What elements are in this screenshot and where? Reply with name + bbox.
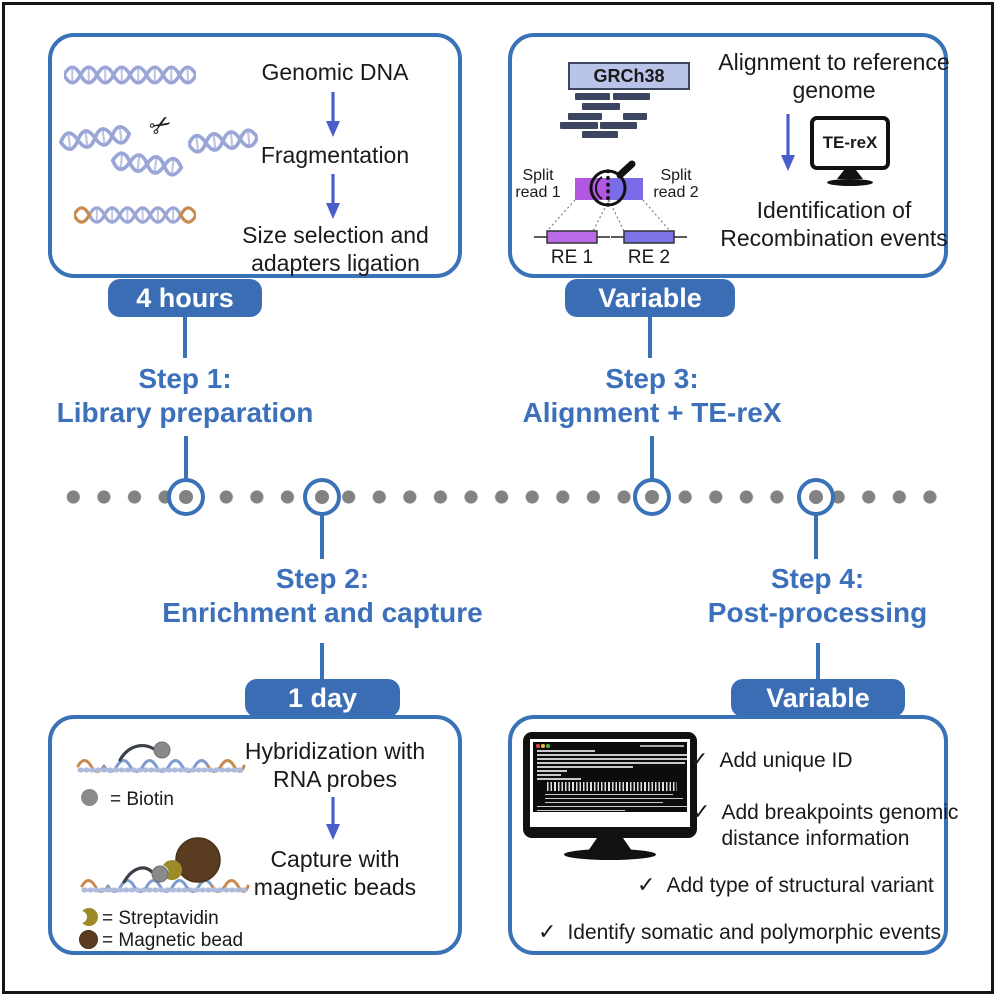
split-read-2-label: Split read 2 <box>653 167 699 201</box>
checkmark-icon: ✓ <box>690 747 709 772</box>
window-title-bar <box>640 744 684 747</box>
down-arrow-icon <box>781 114 795 171</box>
biotin-icon <box>81 789 98 806</box>
enrichment-panel <box>48 715 462 955</box>
connector-step4-badge4 <box>816 643 820 683</box>
streptavidin-icon <box>77 908 98 926</box>
monitor-base <box>564 849 656 860</box>
monitor-stand <box>588 838 632 851</box>
timeline-marker-step1 <box>167 478 205 516</box>
duration-badge-1-day: 1 day <box>245 679 400 717</box>
checklist-item: ✓ Add breakpoints genomic distance infor… <box>692 799 959 851</box>
dna-with-probe-illustration <box>76 741 246 773</box>
reference-genome-label: GRCh38 <box>568 62 690 90</box>
magnetic-bead-legend: = Magnetic bead <box>102 930 244 951</box>
down-arrow-icon <box>326 92 340 137</box>
library-step-3-text: Size selection and adapters ligation <box>242 222 429 276</box>
dna-with-bead-illustration <box>80 837 250 893</box>
duration-badge-4-hours: 4 hours <box>108 279 262 317</box>
connector-step3-timeline <box>650 436 654 481</box>
re-2-label: RE 2 <box>627 247 671 268</box>
connector-step2-badge3 <box>320 643 324 683</box>
timeline-marker-step2 <box>303 478 341 516</box>
identification-step-text: Identification of Recombination events <box>720 197 948 251</box>
checklist-item: ✓ Identify somatic and polymorphic event… <box>538 919 941 945</box>
dna-helix-illustration <box>64 65 196 85</box>
window-red-dot <box>536 744 540 748</box>
biotin-legend: = Biotin <box>110 789 174 810</box>
step1-label: Step 1: Library preparation <box>56 363 314 428</box>
duration-badge-variable-top: Variable <box>565 279 735 317</box>
duration-badge-variable-bottom: Variable <box>731 679 905 717</box>
down-arrow-icon <box>326 797 340 840</box>
streptavidin-legend: = Streptavidin <box>102 908 219 929</box>
re-1-label: RE 1 <box>550 247 594 268</box>
terex-monitor-icon: TE-reX <box>810 116 890 170</box>
monitor-base <box>827 179 873 186</box>
dna-with-adapters-illustration <box>74 206 196 224</box>
split-read-mapping-illustration <box>534 199 687 244</box>
down-arrow-icon <box>326 174 340 219</box>
hybridization-step-text: Hybridization with RNA probes <box>244 738 426 792</box>
step3-label: Step 3: Alignment + TE-reX <box>522 363 782 428</box>
split-read-1-label: Split read 1 <box>515 167 561 201</box>
step4-label: Step 4: Post-processing <box>707 563 928 628</box>
alignment-step-text: Alignment to reference genome <box>718 49 950 103</box>
capture-step-text: Capture with magnetic beads <box>253 846 417 900</box>
dna-fragment-illustration <box>58 125 132 151</box>
terminal-screen <box>533 742 687 812</box>
connector-badge1-step1 <box>183 315 187 358</box>
connector-timeline-step4 <box>814 514 818 559</box>
dna-fragment-illustration <box>186 128 260 154</box>
timeline-dots <box>58 490 942 504</box>
magnetic-bead-icon <box>79 930 98 949</box>
checklist-item: ✓ Add unique ID <box>690 747 853 773</box>
timeline-marker-step4 <box>797 478 835 516</box>
monitor-stand <box>837 170 863 179</box>
checkmark-icon: ✓ <box>692 799 711 824</box>
magnifier-icon <box>589 160 636 207</box>
step2-label: Step 2: Enrichment and capture <box>162 563 483 628</box>
terex-label: TE-reX <box>822 133 878 152</box>
window-green-dot <box>546 744 550 748</box>
timeline-marker-step3 <box>633 478 671 516</box>
checklist-item: ✓ Add type of structural variant <box>637 872 934 898</box>
dna-fragment-illustration <box>110 151 184 177</box>
library-step-2-text: Fragmentation <box>260 142 410 168</box>
checkmark-icon: ✓ <box>637 872 656 897</box>
connector-badge2-step3 <box>648 315 652 358</box>
terminal-monitor-icon <box>523 732 697 838</box>
checkmark-icon: ✓ <box>538 919 557 944</box>
connector-step1-timeline <box>184 436 188 481</box>
connector-timeline-step2 <box>320 514 324 559</box>
library-step-1-text: Genomic DNA <box>261 59 409 85</box>
window-yellow-dot <box>541 744 545 748</box>
